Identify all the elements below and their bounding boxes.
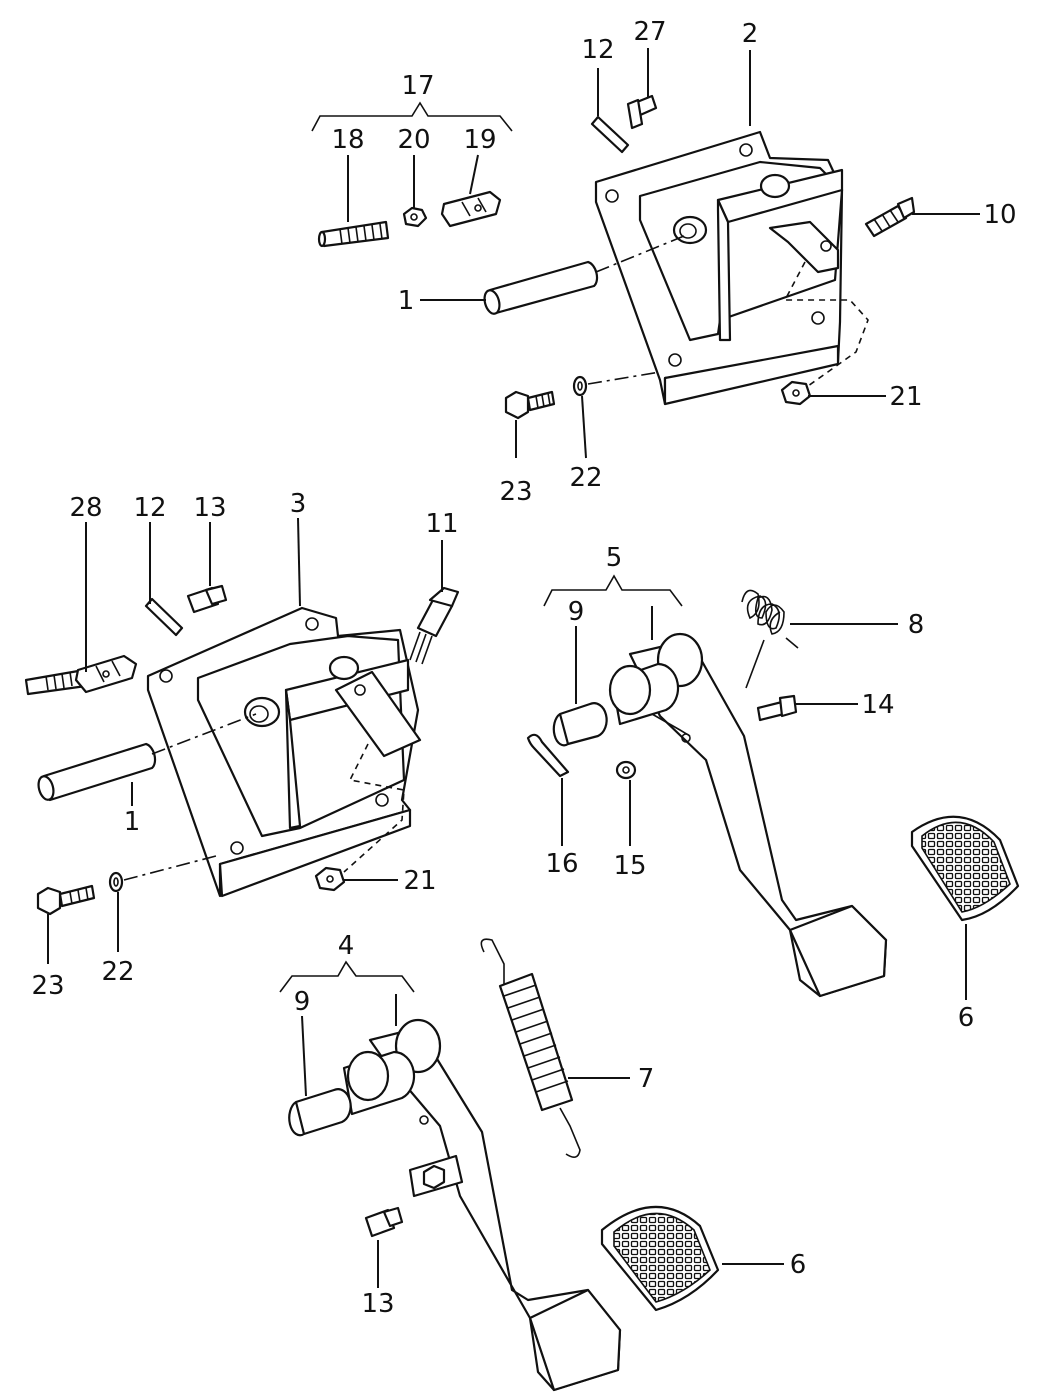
callout-23-upper: 23 — [499, 477, 532, 507]
callout-9-upper: 9 — [568, 597, 585, 627]
bolt-washer-upper — [504, 371, 661, 420]
callout-21-upper: 21 — [889, 382, 922, 412]
clevis-19 — [440, 190, 502, 228]
washer-15 — [615, 760, 637, 780]
callout-28: 28 — [69, 493, 102, 523]
kit-brace-4 — [279, 960, 415, 993]
pivot-pin-lower — [37, 713, 257, 802]
callout-20: 20 — [397, 125, 430, 155]
pedal-pad-6-lower — [600, 1205, 720, 1312]
callout-14: 14 — [861, 690, 894, 720]
leader-lines — [47, 48, 980, 1288]
callout-13-bracket: 13 — [193, 493, 226, 523]
bushing-9-upper — [552, 702, 608, 747]
callout-21-lower: 21 — [403, 866, 436, 896]
pedal-pad-6-upper — [910, 815, 1020, 922]
callout-12-upper: 12 — [581, 35, 614, 65]
return-spring-7 — [480, 938, 581, 1158]
callout-22-upper: 22 — [569, 463, 602, 493]
adjuster-kit-17 — [311, 101, 513, 248]
callout-2: 2 — [742, 19, 759, 49]
pivot-pin-upper — [483, 235, 685, 315]
callout-16: 16 — [545, 849, 578, 879]
bolt-washer-lower — [36, 855, 217, 916]
nut-20 — [402, 206, 428, 228]
callout-15: 15 — [613, 851, 646, 881]
callout-3: 3 — [290, 489, 307, 519]
bushing-9-lower — [288, 1088, 352, 1137]
kit-brace-5 — [543, 574, 683, 607]
upper-pedal-bracket — [594, 130, 844, 406]
callout-8: 8 — [908, 610, 925, 640]
callout-11: 11 — [425, 509, 458, 539]
callout-17: 17 — [401, 71, 434, 101]
callout-18: 18 — [331, 125, 364, 155]
clutch-switch-11 — [409, 586, 460, 665]
callout-9-lower: 9 — [294, 987, 311, 1017]
callout-27: 27 — [633, 17, 666, 47]
clutch-adjuster-28 — [24, 654, 138, 696]
callout-6-lower: 6 — [790, 1250, 807, 1280]
callout-12-lower: 12 — [133, 493, 166, 523]
callout-1-lower: 1 — [124, 807, 141, 837]
screw-13-pedal — [364, 1206, 404, 1238]
callout-5: 5 — [606, 543, 623, 573]
nut-21-lower — [314, 743, 405, 892]
callout-4: 4 — [338, 931, 355, 961]
callout-7: 7 — [638, 1064, 655, 1094]
brake-pedal-5 — [608, 632, 888, 998]
callout-labels: 12 27 2 17 18 20 19 10 1 21 23 22 28 12 … — [31, 17, 1016, 1319]
callout-10: 10 — [983, 200, 1016, 230]
callout-22-lower: 22 — [101, 957, 134, 987]
callout-19: 19 — [463, 125, 496, 155]
roll-pin-lower — [144, 597, 184, 637]
clip-16 — [526, 733, 570, 778]
lower-pedal-bracket — [146, 606, 422, 898]
return-spring-8 — [741, 589, 799, 689]
screw-27 — [626, 94, 658, 130]
stop-light-switch — [864, 196, 916, 238]
screw-13-bracket — [186, 584, 228, 614]
callout-23-lower: 23 — [31, 971, 64, 1001]
threaded-rod-18 — [317, 220, 390, 248]
roll-pin-upper — [590, 115, 630, 154]
screw-14 — [756, 694, 798, 722]
callout-13-pedal: 13 — [361, 1289, 394, 1319]
callout-1-upper: 1 — [398, 286, 415, 316]
clutch-pedal-4 — [342, 1018, 622, 1392]
callout-6-upper: 6 — [958, 1003, 975, 1033]
